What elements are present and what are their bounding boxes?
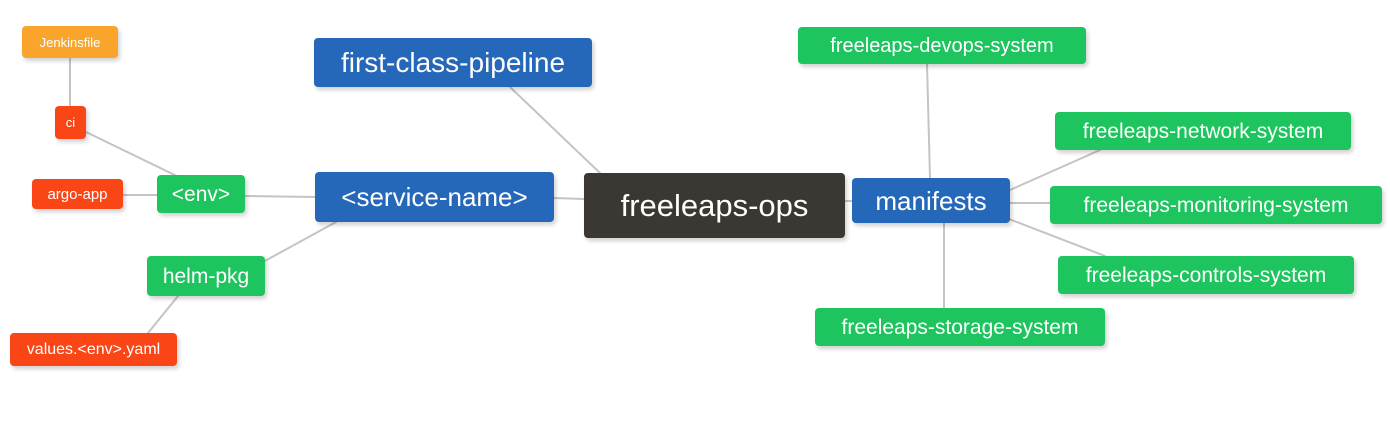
node-ci[interactable]: ci: [55, 106, 86, 139]
node-label-first-class-pipeline: first-class-pipeline: [340, 46, 566, 78]
node-label-freeleaps-devops-system: freeleaps-devops-system: [830, 34, 1054, 57]
node-helm-pkg[interactable]: helm-pkg: [147, 256, 265, 296]
node-label-ci: ci: [65, 115, 76, 130]
node-freeleaps-network-system[interactable]: freeleaps-network-system: [1055, 112, 1351, 150]
node-env[interactable]: <env>: [157, 175, 245, 213]
edge-env-to-service-name: [244, 195, 316, 198]
edge-service-name-to-freeleaps-ops: [553, 197, 585, 200]
node-freeleaps-ops[interactable]: freeleaps-ops: [584, 173, 845, 238]
node-values-yaml[interactable]: values.<env>.yaml: [10, 333, 177, 366]
node-label-service-name: <service-name>: [341, 182, 528, 212]
node-jenkinsfile[interactable]: Jenkinsfile: [22, 26, 118, 58]
node-freeleaps-monitoring-system[interactable]: freeleaps-monitoring-system: [1050, 186, 1382, 224]
node-freeleaps-controls-system[interactable]: freeleaps-controls-system: [1058, 256, 1354, 294]
edge-values-yaml-to-helm-pkg: [147, 295, 179, 334]
node-label-manifests: manifests: [875, 185, 987, 216]
node-label-freeleaps-storage-system: freeleaps-storage-system: [841, 315, 1079, 339]
edge-manifests-to-freeleaps-devops-system: [926, 63, 931, 179]
edge-helm-pkg-to-service-name: [262, 221, 337, 263]
node-label-freeleaps-network-system: freeleaps-network-system: [1082, 119, 1324, 143]
node-first-class-pipeline[interactable]: first-class-pipeline: [314, 38, 592, 87]
edge-manifests-to-freeleaps-controls-system: [1008, 218, 1106, 257]
node-label-jenkinsfile: Jenkinsfile: [39, 34, 101, 50]
node-label-freeleaps-ops: freeleaps-ops: [620, 188, 809, 223]
node-freeleaps-devops-system[interactable]: freeleaps-devops-system: [798, 27, 1086, 64]
node-argo-app[interactable]: argo-app: [32, 179, 123, 209]
node-label-freeleaps-monitoring-system: freeleaps-monitoring-system: [1083, 193, 1349, 217]
node-label-values-yaml: values.<env>.yaml: [26, 340, 161, 358]
node-freeleaps-storage-system[interactable]: freeleaps-storage-system: [815, 308, 1105, 346]
node-label-env: <env>: [171, 182, 231, 206]
edge-first-class-pipeline-to-freeleaps-ops: [509, 86, 601, 174]
node-manifests[interactable]: manifests: [852, 178, 1010, 223]
node-label-argo-app: argo-app: [47, 185, 108, 203]
node-service-name[interactable]: <service-name>: [315, 172, 554, 222]
edge-manifests-to-freeleaps-network-system: [1009, 149, 1101, 191]
node-label-freeleaps-controls-system: freeleaps-controls-system: [1085, 263, 1327, 287]
edge-ci-to-env: [85, 131, 186, 181]
node-label-helm-pkg: helm-pkg: [162, 264, 250, 288]
